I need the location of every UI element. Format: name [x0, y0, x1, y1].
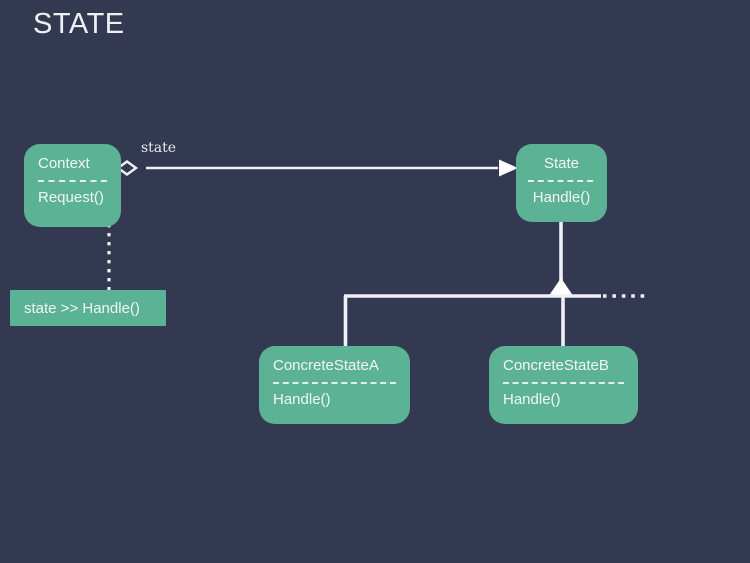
- class-name-concrete-state-b: ConcreteStateB: [503, 357, 609, 374]
- note-box-state-handle[interactable]: state >> Handle(): [10, 290, 166, 326]
- class-name-context: Context: [38, 155, 90, 172]
- generalization-triangle-icon: [548, 278, 574, 297]
- class-box-concrete-state-a[interactable]: ConcreteStateA Handle(): [259, 346, 410, 424]
- class-separator: [273, 382, 396, 385]
- class-separator: [528, 180, 593, 183]
- class-separator: [503, 382, 624, 385]
- class-operation-request: Request(): [38, 189, 104, 207]
- association-label-state: state: [141, 140, 177, 156]
- note-text: state >> Handle(): [24, 299, 140, 317]
- class-operation-handle: Handle(): [532, 189, 591, 207]
- class-separator: [38, 180, 107, 183]
- class-name-concrete-state-a: ConcreteStateA: [273, 357, 379, 374]
- class-box-concrete-state-b[interactable]: ConcreteStateB Handle(): [489, 346, 638, 424]
- class-name-state: State: [543, 155, 580, 172]
- class-box-state[interactable]: State Handle(): [516, 144, 607, 222]
- page-title: STATE: [33, 8, 125, 40]
- class-operation-handle-b: Handle(): [503, 391, 561, 409]
- class-operation-handle-a: Handle(): [273, 391, 331, 409]
- class-box-context[interactable]: Context Request(): [24, 144, 121, 227]
